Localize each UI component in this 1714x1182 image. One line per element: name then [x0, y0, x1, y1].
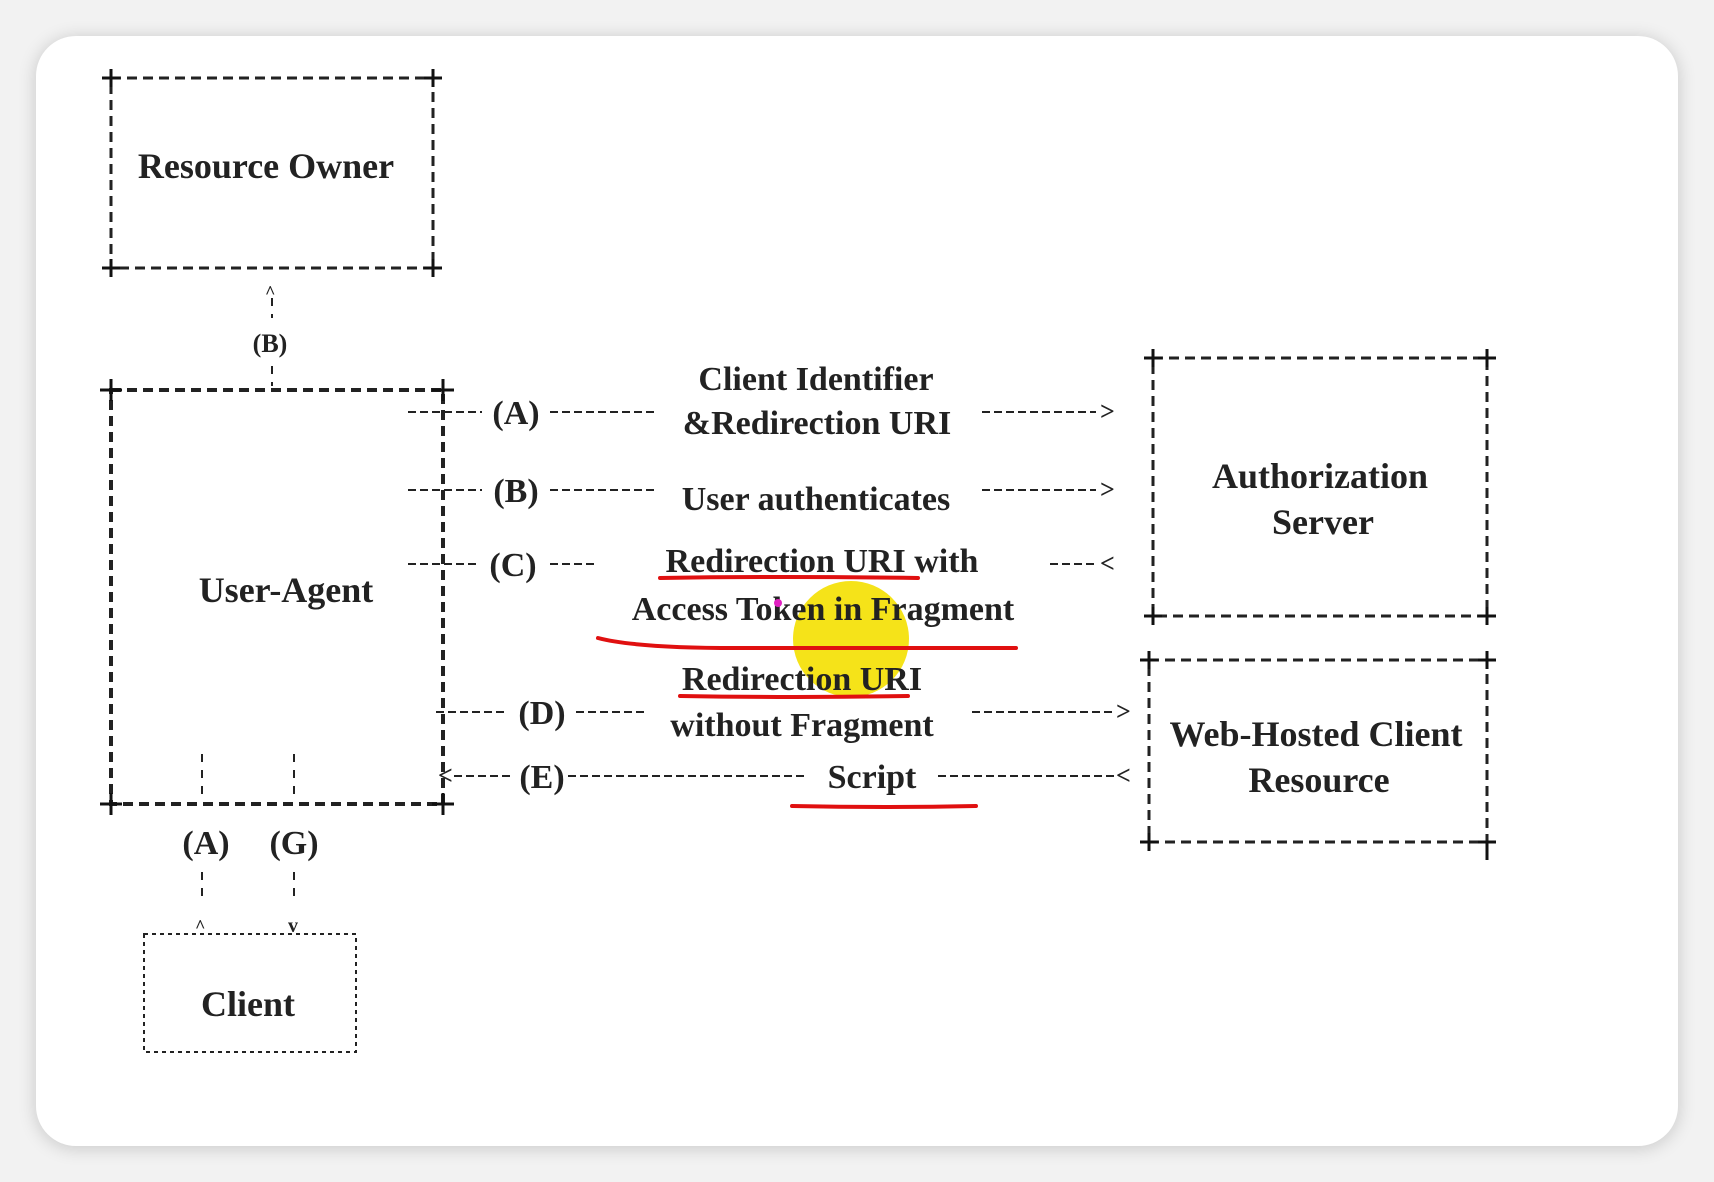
diagram-frame: > > < > < < ^ ^ v Resource Owner User-Ag… [36, 36, 1678, 1146]
flow-c-label-line2: Access Token in Fragment [632, 591, 1015, 628]
client-a-tag: (A) [182, 825, 229, 862]
flow-b-arrowhead: > [1100, 475, 1115, 504]
web-hosted-client-label-line2: Resource [1248, 760, 1389, 800]
flow-c-tag: (C) [489, 547, 536, 584]
flow-d-arrowhead: > [1116, 697, 1131, 726]
resource-owner-box [109, 76, 435, 270]
owner-link-arrowhead: ^ [265, 282, 275, 302]
cursor-dot [774, 599, 782, 607]
underline-script [790, 804, 978, 809]
underline-redirection-uri-c [658, 575, 920, 580]
flow-e-label: Script [828, 759, 917, 796]
flow-b-label: User authenticates [682, 481, 951, 518]
flow-a-label-line1: Client Identifier [698, 361, 933, 398]
resource-owner-label: Resource Owner [138, 146, 394, 186]
authorization-server-box [1151, 356, 1489, 618]
box-corner-markers [100, 69, 1496, 860]
flow-c-label-line1: Redirection URI with [666, 543, 979, 580]
user-agent-box [109, 388, 445, 806]
flow-b-tag: (B) [493, 473, 538, 510]
user-agent-label: User-Agent [199, 570, 374, 610]
client-g-tag: (G) [269, 825, 318, 862]
web-hosted-client-resource-box [1147, 658, 1489, 844]
flow-d-label-line2: without Fragment [670, 707, 934, 744]
flow-e-tag: (E) [519, 759, 564, 796]
client-a-arrowhead: ^ [195, 916, 205, 936]
flow-e-arrowhead-left: < [438, 761, 453, 790]
underline-access-token-fragment [596, 636, 1018, 651]
flow-d-label-line1: Redirection URI [682, 661, 922, 698]
flow-d-tag: (D) [518, 695, 565, 732]
client-box [143, 933, 357, 1053]
oauth-implicit-flow-diagram: > > < > < < ^ ^ v Resource Owner User-Ag… [100, 69, 1496, 1053]
flow-a-arrowhead: > [1100, 397, 1115, 426]
owner-link-tag: (B) [253, 329, 288, 358]
authorization-server-label-line1: Authorization [1212, 456, 1428, 496]
underline-redirection-uri-d [678, 694, 910, 699]
client-label: Client [201, 984, 295, 1024]
authorization-server-label-line2: Server [1272, 502, 1374, 542]
flow-a-label-line2: &Redirection URI [683, 405, 952, 442]
web-hosted-client-label-line1: Web-Hosted Client [1170, 714, 1463, 754]
flow-e-arrowhead-right: < [1116, 761, 1131, 790]
flow-c-arrowhead: < [1100, 549, 1115, 578]
yellow-highlight-marker [793, 581, 909, 697]
flow-a-tag: (A) [492, 395, 539, 432]
client-g-arrowhead: v [288, 915, 298, 937]
